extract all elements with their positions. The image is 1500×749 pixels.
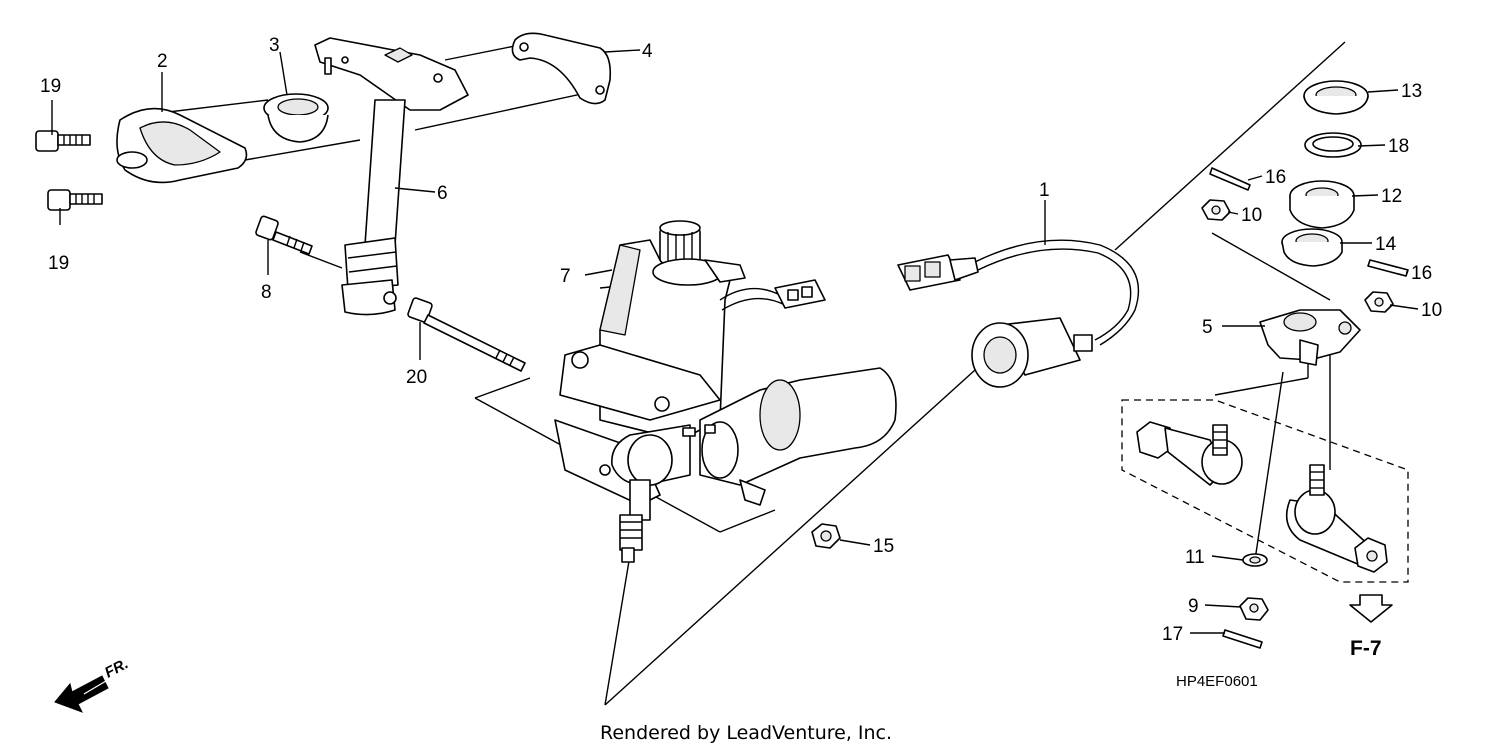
guide-lines (159, 41, 1346, 706)
eps-unit-part-7 (554, 220, 897, 563)
nut-part-15 (811, 523, 841, 549)
callout-2: 2 (157, 51, 168, 72)
callout-18: 18 (1388, 136, 1409, 157)
seal-part-14 (1281, 228, 1343, 267)
callout-15: 15 (873, 536, 894, 557)
credit-text: Rendered by LeadVenture, Inc. (600, 722, 892, 744)
bolt-19-upper (35, 130, 91, 152)
callout-6: 6 (437, 183, 448, 204)
washer-part-11 (1242, 553, 1268, 567)
callout-10-upper: 10 (1241, 205, 1262, 226)
bearing-part-12 (1289, 180, 1355, 229)
callout-4: 4 (642, 41, 653, 62)
callout-11: 11 (1185, 547, 1205, 568)
callout-7: 7 (560, 266, 571, 287)
nut-part-9 (1239, 597, 1269, 621)
cotter-pin-16-lower (1367, 259, 1409, 277)
callout-9: 9 (1188, 596, 1199, 617)
callout-14: 14 (1375, 234, 1397, 255)
callout-3: 3 (269, 35, 280, 56)
arm-part-5 (1259, 309, 1361, 366)
diagram-code: HP4EF0601 (1176, 673, 1258, 690)
callout-10-lower: 10 (1421, 300, 1442, 321)
tie-rod-end-left (1136, 421, 1243, 486)
callout-12: 12 (1381, 186, 1402, 207)
callout-16-lower: 16 (1411, 263, 1432, 284)
steering-shaft-part-6 (314, 37, 469, 316)
seal-part-13 (1303, 80, 1369, 115)
nut-10-lower (1364, 291, 1394, 313)
bolt-part-20 (407, 297, 526, 372)
callout-5: 5 (1202, 317, 1213, 338)
nut-10-upper (1201, 199, 1231, 221)
bolt-part-8 (255, 215, 313, 255)
snap-ring-part-18 (1304, 132, 1362, 158)
tie-rod-end-right (1285, 464, 1388, 573)
tie-rod-box (1121, 399, 1409, 583)
cotter-pin-16-upper (1209, 167, 1251, 191)
reference-label: F-7 (1350, 637, 1382, 660)
bracket-part-4 (511, 32, 612, 105)
callout-17: 17 (1162, 624, 1183, 645)
callout-19-upper: 19 (40, 76, 61, 97)
front-direction-label: FR. (102, 655, 131, 681)
reference-arrow-icon (1349, 594, 1393, 623)
callout-1: 1 (1039, 180, 1050, 201)
bushing-part-3 (263, 93, 329, 143)
callouts: 19 2 3 4 19 6 8 20 7 1 15 13 18 16 12 10… (40, 35, 1442, 645)
callout-16-upper: 16 (1265, 167, 1286, 188)
callout-8: 8 (261, 282, 272, 303)
callout-leaders (51, 49, 1419, 634)
callout-20: 20 (406, 367, 427, 388)
sensor-harness-part-1 (897, 239, 1140, 388)
front-direction-icon (54, 675, 109, 713)
callout-19-lower: 19 (48, 253, 69, 274)
callout-13: 13 (1401, 81, 1422, 102)
bolt-19-lower (47, 189, 103, 211)
cotter-pin-part-17 (1222, 629, 1263, 649)
bracket-part-2 (116, 107, 248, 184)
